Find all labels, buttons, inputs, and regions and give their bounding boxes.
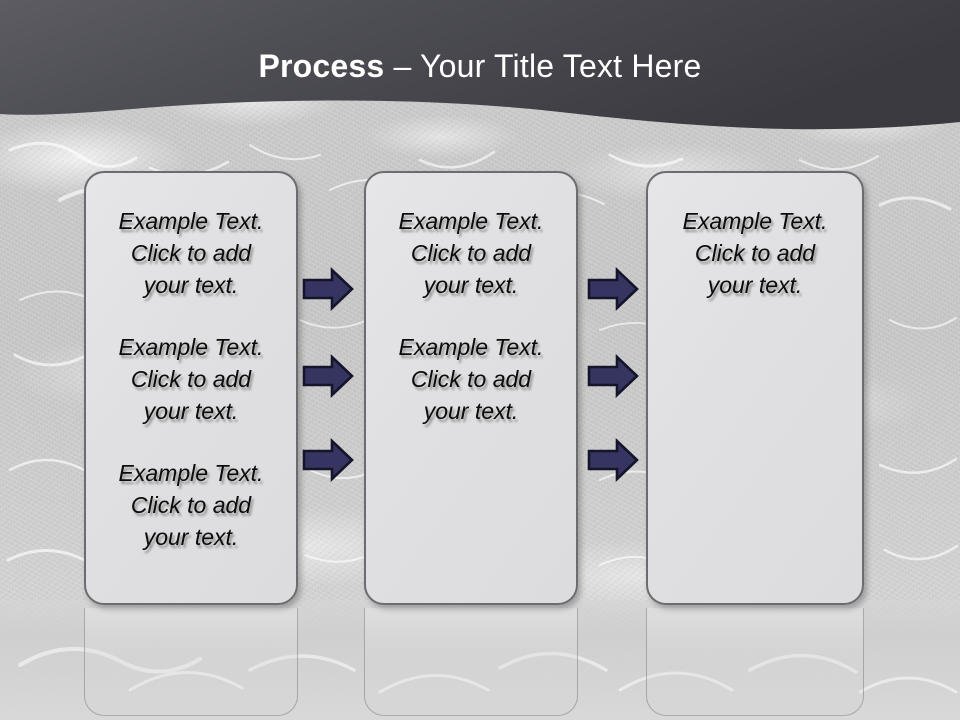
slide-header-banner: Process – Your Title Text Here (0, 0, 960, 140)
page-title: Process – Your Title Text Here (0, 48, 960, 85)
process-box-1-text-block-1: Example Text. Click to add your text. (103, 205, 279, 301)
arrow-right-5[interactable] (587, 354, 639, 398)
text-line: your text. (143, 524, 239, 550)
arrow-right-6[interactable] (587, 438, 639, 482)
arrow-right-3[interactable] (302, 438, 354, 482)
process-box-2[interactable]: Example Text. Click to add your text. Ex… (364, 171, 578, 605)
text-line: Example Text. (118, 208, 264, 234)
process-box-1-text-block-2: Example Text. Click to add your text. (103, 331, 279, 427)
text-line: Click to add (130, 240, 252, 266)
text-line: Example Text. (398, 208, 544, 234)
text-line: Example Text. (118, 460, 264, 486)
text-line: Click to add (410, 240, 532, 266)
page-title-strong: Process (258, 48, 385, 84)
process-box-1-reflection (84, 608, 298, 716)
process-box-3-text-block-1: Example Text. Click to add your text. (665, 205, 845, 301)
arrow-right-1[interactable] (302, 267, 354, 311)
process-box-1-text-block-3: Example Text. Click to add your text. (103, 457, 279, 553)
text-line: Click to add (130, 492, 252, 518)
header-shape (0, 0, 960, 130)
text-line: Example Text. (682, 208, 828, 234)
process-box-3[interactable]: Example Text. Click to add your text. (646, 171, 864, 605)
arrow-right-2[interactable] (302, 354, 354, 398)
text-line: your text. (707, 272, 803, 298)
text-line: Click to add (410, 366, 532, 392)
arrow-right-4[interactable] (587, 267, 639, 311)
text-line: Example Text. (118, 334, 264, 360)
text-line: Click to add (694, 240, 816, 266)
text-line: your text. (143, 398, 239, 424)
process-box-2-reflection (364, 608, 578, 716)
text-line: your text. (423, 272, 519, 298)
process-box-2-text-block-2: Example Text. Click to add your text. (383, 331, 559, 427)
process-box-1[interactable]: Example Text. Click to add your text. Ex… (84, 171, 298, 605)
text-line: your text. (423, 398, 519, 424)
process-box-2-text-block-1: Example Text. Click to add your text. (383, 205, 559, 301)
text-line: Click to add (130, 366, 252, 392)
text-line: your text. (143, 272, 239, 298)
page-title-rest: – Your Title Text Here (384, 48, 702, 84)
text-line: Example Text. (398, 334, 544, 360)
process-box-3-reflection (646, 608, 864, 716)
